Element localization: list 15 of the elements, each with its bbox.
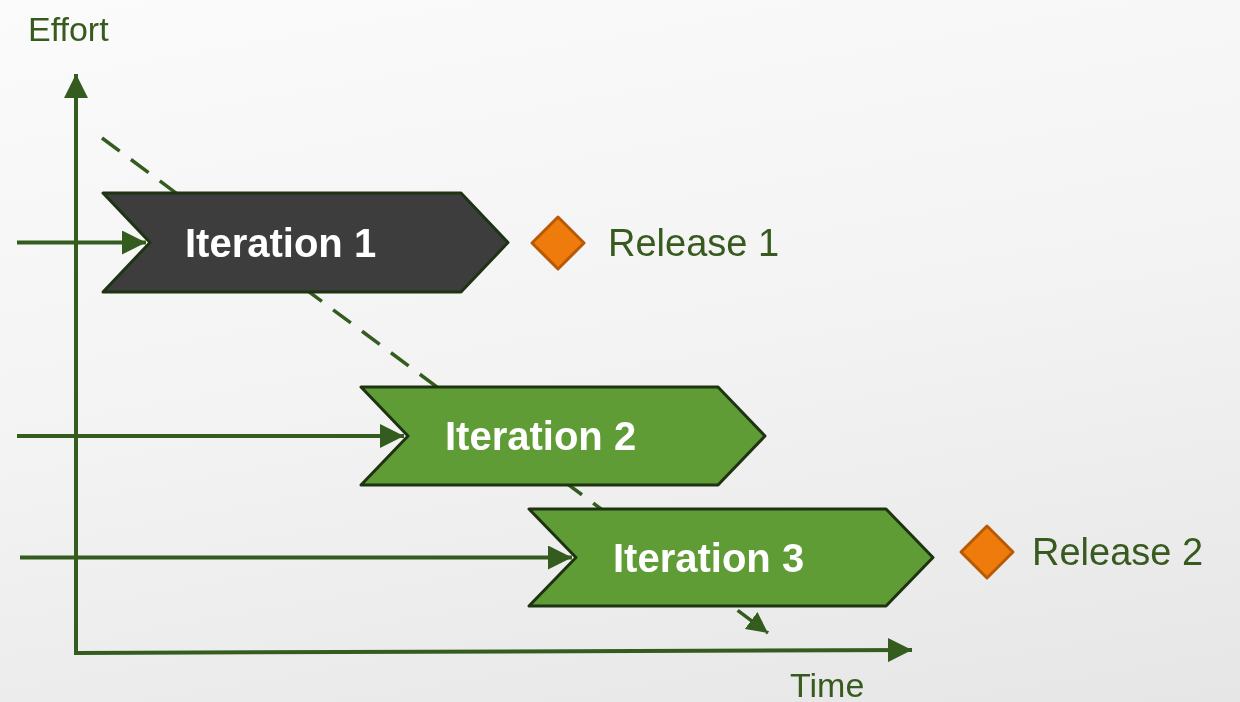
iteration-label: Iteration 1	[185, 222, 377, 263]
process-step	[103, 193, 508, 292]
release-label: Release 1	[608, 224, 780, 262]
iteration-label: Iteration 2	[445, 416, 637, 456]
axis-label: Effort	[28, 12, 109, 46]
process-step	[361, 387, 765, 485]
arrow	[20, 545, 572, 570]
arrow	[17, 424, 404, 448]
iteration-label: Iteration 3	[613, 537, 805, 578]
axis-label: Time	[790, 668, 865, 702]
arrow	[17, 230, 146, 255]
release-label: Release 2	[1032, 533, 1204, 571]
process-step	[529, 509, 933, 606]
milestone-diamond	[961, 526, 1013, 578]
milestone-diamond	[532, 217, 584, 269]
